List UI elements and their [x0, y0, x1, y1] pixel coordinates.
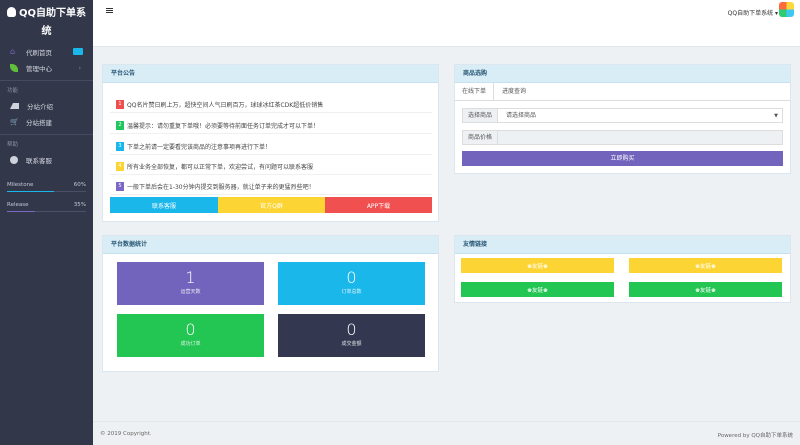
- price-group: 商品价格: [462, 130, 783, 145]
- friend-link[interactable]: ♚友链♚: [461, 282, 614, 297]
- sidebar-item-admin[interactable]: 管理中心›: [0, 60, 93, 76]
- notice-panel: 平台公告: [102, 64, 439, 222]
- brand[interactable]: QQ自助下单系统: [0, 0, 93, 44]
- sidebar-item-home[interactable]: ⌂代刷首页: [0, 44, 93, 60]
- product-select-group: 选择商品 请选择商品▼: [462, 108, 783, 123]
- leaf-icon: [10, 64, 18, 72]
- divider: [0, 134, 93, 135]
- signal-icon: [10, 103, 19, 109]
- divider: [0, 80, 93, 81]
- contact-button[interactable]: 联系客服: [110, 197, 218, 213]
- panel-title: 平台公告: [103, 65, 438, 83]
- topbar: QQ自助下单系统 ▾: [93, 0, 800, 47]
- footer: © 2019 Copyright. Powered by QQ自助下单系统: [93, 421, 800, 445]
- sidebar-item-intro[interactable]: 分站介绍: [0, 98, 93, 114]
- section-label: 功能: [7, 88, 19, 94]
- menu-toggle-icon[interactable]: [106, 8, 113, 13]
- panel-title: 友情链接: [455, 236, 790, 254]
- panel-title: 平台数据统计: [103, 236, 438, 254]
- friend-link[interactable]: ♚友链♚: [461, 258, 614, 273]
- friend-link[interactable]: ♚友链♚: [629, 282, 782, 297]
- tab-progress[interactable]: 进度查询: [502, 88, 527, 95]
- app-download-button[interactable]: APP下载: [325, 197, 432, 213]
- badge-icon: [73, 48, 83, 55]
- sidebar-item-contact[interactable]: 联系客服: [0, 152, 93, 168]
- qq-logo-icon: [6, 7, 16, 17]
- qq-group-button[interactable]: 官方Q群: [218, 197, 325, 213]
- tab-order[interactable]: 在线下单: [455, 83, 495, 100]
- cart-icon: 🛒: [10, 118, 19, 126]
- buy-button[interactable]: 立即购买: [462, 151, 783, 166]
- sidebar-item-build[interactable]: 🛒分站搭建: [10, 118, 52, 127]
- home-icon: ⌂: [10, 47, 16, 56]
- chevron-right-icon: ›: [78, 64, 81, 72]
- price-field[interactable]: [498, 131, 782, 144]
- friend-link[interactable]: ♚友链♚: [629, 258, 782, 273]
- sidebar: QQ自助下单系统 ⌂代刷首页 管理中心› 功能 分站介绍 🛒分站搭建 帮助 联系…: [0, 0, 93, 445]
- shop-panel: 商品选购 在线下单 进度查询 选择商品 请选择商品▼ 商品价格 立即购买: [454, 64, 791, 174]
- avatar[interactable]: [779, 2, 794, 17]
- user-menu[interactable]: QQ自助下单系统 ▾: [727, 10, 778, 17]
- section-label: 帮助: [7, 142, 19, 148]
- product-select[interactable]: 请选择商品▼: [498, 109, 782, 122]
- tab-bar: 在线下单 进度查询: [455, 83, 790, 101]
- info-icon: [10, 156, 18, 164]
- panel-title: 商品选购: [455, 65, 790, 83]
- caret-down-icon: ▼: [774, 113, 778, 119]
